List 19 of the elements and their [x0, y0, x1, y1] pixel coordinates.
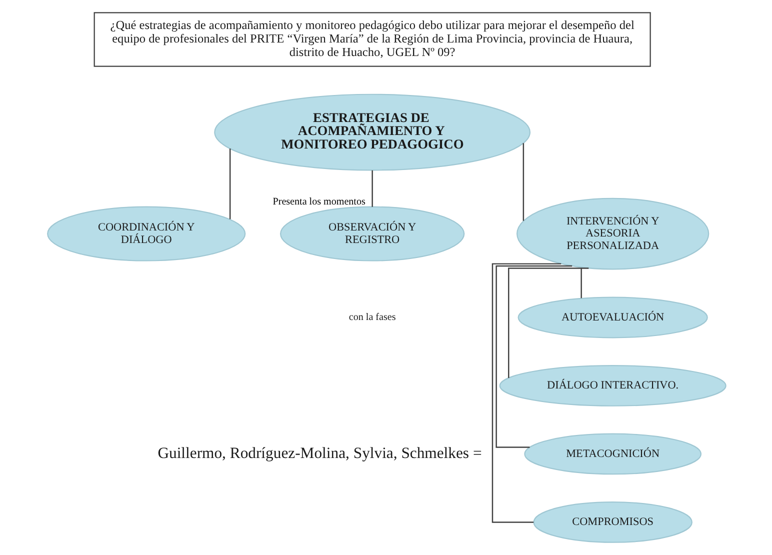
- connector: [495, 265, 572, 448]
- node-ellipse: INTERVENCIÓN Y ASESORIA PERSONALIZADA: [516, 198, 709, 270]
- node-ellipse: DIÁLOGO INTERACTIVO.: [498, 365, 726, 406]
- connector: [371, 170, 372, 207]
- connector: [522, 143, 524, 221]
- label: Guillermo, Rodríguez-Molina, Sylvia, Schmelkes =: [157, 445, 482, 462]
- connector: [508, 268, 588, 378]
- node-ellipse: OBSERVACIÓN Y REGISTRO: [279, 206, 464, 262]
- node-ellipse: METACOGNICIÓN: [524, 433, 702, 475]
- label: con la fases: [348, 312, 396, 323]
- node-ellipse: COORDINACIÓN Y DIÁLOGO: [46, 206, 246, 262]
- node-ellipse: AUTOEVALUACIÓN: [517, 296, 708, 338]
- edge-label: Presenta los momentos: [272, 196, 365, 208]
- node-ellipse: ESTRATEGIAS DE ACOMPAÑAMIENTO Y MONITOREO PEDAGOGICO: [214, 94, 530, 171]
- connector: [228, 148, 230, 220]
- node-ellipse: COMPROMISOS: [532, 502, 692, 543]
- connector: [580, 268, 582, 298]
- node-box: ¿Qué estrategias de acompañamiento y monitoreo pedagógico debo utilizar para mejorar el desempeño del equipo de profesionales del PRITE “Virgen María” de la Región de Lima Provincia, provincia de Huaura, distrito de Huacho, UGEL Nº 09?: [93, 12, 650, 67]
- connector: [491, 263, 561, 523]
